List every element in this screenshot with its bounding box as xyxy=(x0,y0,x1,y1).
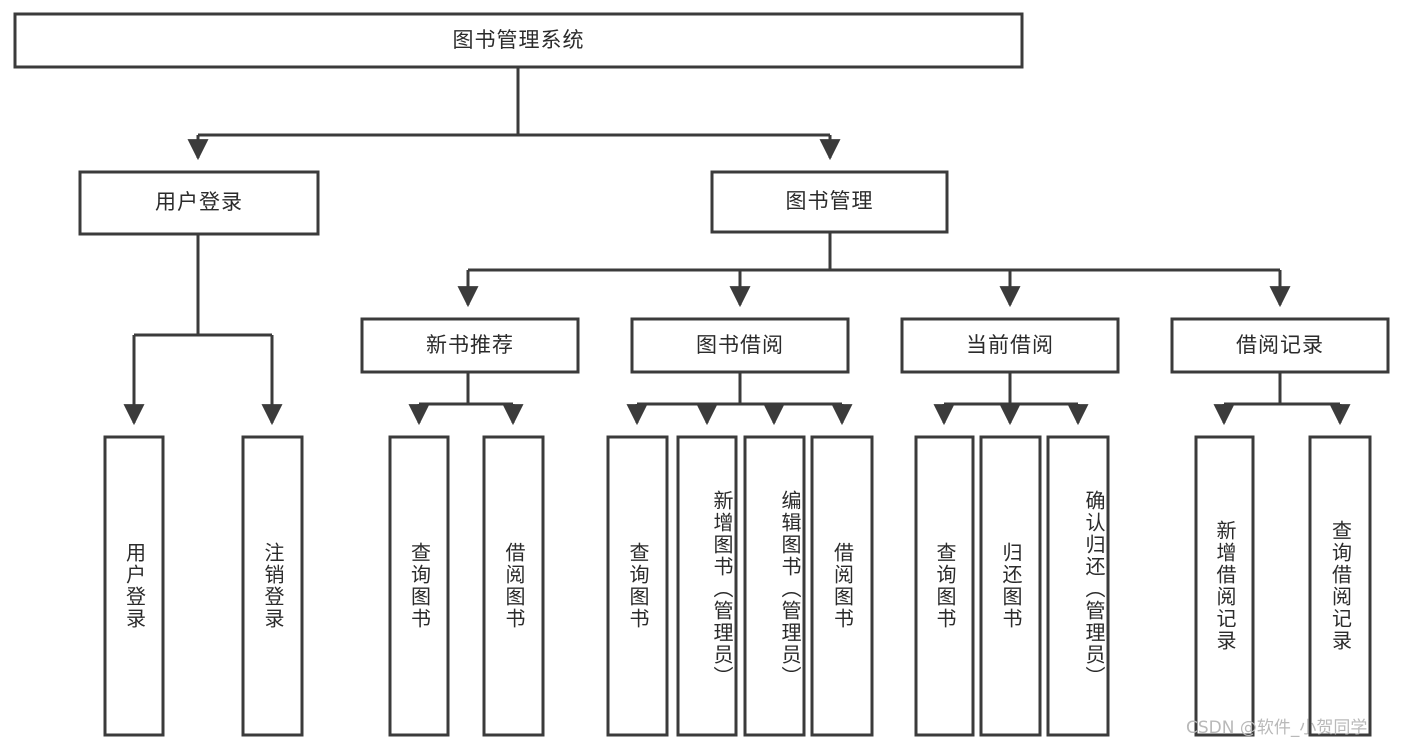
node-box-root[interactable] xyxy=(13,12,1024,69)
node-box-current-borrow[interactable] xyxy=(900,317,1120,374)
leaf-box-user-login-0[interactable] xyxy=(103,435,165,737)
leaf-box-current-borrow-0[interactable] xyxy=(914,435,975,737)
leaf-box-new-book-0[interactable] xyxy=(388,435,450,737)
node-box-user-login[interactable] xyxy=(78,170,320,236)
leaf-box-current-borrow-1[interactable] xyxy=(979,435,1042,737)
leaf-box-book-borrow-1[interactable] xyxy=(676,435,738,737)
node-box-book-management[interactable] xyxy=(710,170,949,234)
node-box-new-book-recommend[interactable] xyxy=(360,317,580,374)
node-boxes xyxy=(13,12,1390,737)
leaf-box-current-borrow-2[interactable] xyxy=(1046,435,1110,737)
node-box-book-borrow[interactable] xyxy=(630,317,850,374)
leaf-box-borrow-record-1[interactable] xyxy=(1308,435,1372,737)
leaf-box-book-borrow-2[interactable] xyxy=(743,435,806,737)
leaf-box-book-borrow-3[interactable] xyxy=(810,435,874,737)
leaf-box-new-book-1[interactable] xyxy=(482,435,545,737)
watermark-text: CSDN @软件_小贺同学 xyxy=(1186,718,1368,738)
leaf-box-borrow-record-0[interactable] xyxy=(1194,435,1255,737)
leaf-box-book-borrow-0[interactable] xyxy=(606,435,669,737)
node-box-borrow-record[interactable] xyxy=(1170,317,1390,374)
leaf-box-user-login-1[interactable] xyxy=(241,435,304,737)
connector-lines xyxy=(123,67,1351,426)
